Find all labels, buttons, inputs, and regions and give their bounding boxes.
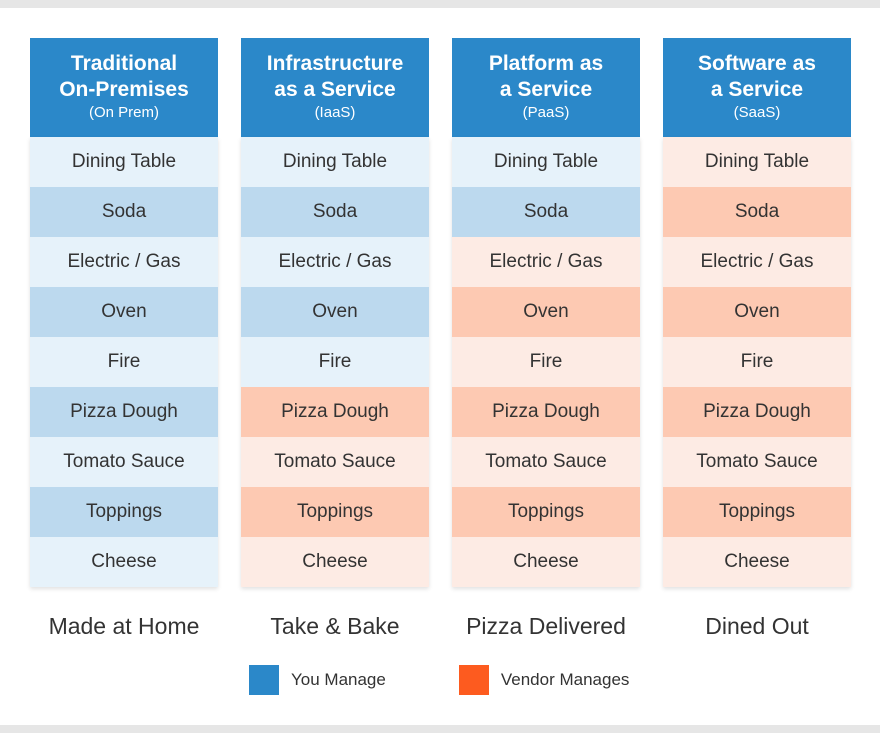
column-abbreviation: (IaaS) (314, 104, 356, 121)
column-header-iaas: Infrastructure as a Service (IaaS) (241, 38, 429, 137)
table-cell: Oven (663, 287, 851, 337)
column-abbreviation: (On Prem) (88, 104, 159, 121)
table-cell: Electric / Gas (30, 237, 218, 287)
table-cell: Pizza Dough (241, 387, 429, 437)
service-model-columns: Traditional On-Premises (On Prem) Dining T… (30, 38, 851, 641)
table-cell: Pizza Dough (30, 387, 218, 437)
table-cell: Fire (452, 337, 640, 387)
table-cell: Soda (663, 187, 851, 237)
column-header-on-prem: Traditional On-Premises (On Prem) (30, 38, 218, 137)
table-cell: Cheese (30, 537, 218, 587)
table-cell: Soda (452, 187, 640, 237)
column-iaas: Infrastructure as a Service (IaaS) Dining … (241, 38, 429, 641)
table-cell: Dining Table (241, 137, 429, 187)
table-cell: Tomato Sauce (663, 437, 851, 487)
table-cell: Oven (452, 287, 640, 337)
legend-swatch-vendor-manages (458, 665, 489, 695)
table-cell: Tomato Sauce (452, 437, 640, 487)
table-cell: Pizza Dough (452, 387, 640, 437)
table-cell: Dining Table (663, 137, 851, 187)
legend-label-vendor-manages: Vendor Manages (500, 670, 630, 689)
table-cell: Fire (241, 337, 429, 387)
table-cell: Toppings (241, 487, 429, 537)
column-footer-iaas: Take & Bake (270, 613, 400, 639)
table-cell: Dining Table (452, 137, 640, 187)
legend-swatch-you-manage (249, 665, 279, 695)
column-title: Traditional On-Premises (59, 52, 189, 101)
column-on-prem: Traditional On-Premises (On Prem) Dining T… (30, 38, 218, 641)
table-cell: Dining Table (30, 137, 218, 187)
column-title: Software as a Service (698, 52, 816, 101)
legend-label-you-manage: You Manage (291, 670, 386, 689)
table-cell: Toppings (30, 487, 218, 537)
legend-item-you-manage: You Manage (249, 665, 386, 695)
table-cell: Soda (30, 187, 218, 237)
table-cell: Toppings (452, 487, 640, 537)
table-cell: Cheese (241, 537, 429, 587)
column-footer-on-prem: Made at Home (48, 613, 200, 639)
table-cell: Electric / Gas (663, 237, 851, 287)
table-cell: Electric / Gas (452, 237, 640, 287)
table-cell: Electric / Gas (241, 237, 429, 287)
column-footer-saas: Dined Out (705, 613, 809, 639)
diagram-canvas: Traditional On-Premises (On Prem) Dining T… (0, 8, 880, 725)
table-cell: Toppings (663, 487, 851, 537)
table-cell: Fire (30, 337, 218, 387)
column-header-saas: Software as a Service (SaaS) (663, 38, 851, 137)
column-header-paas: Platform as a Service (PaaS) (452, 38, 640, 137)
column-abbreviation: (PaaS) (522, 104, 570, 121)
column-title: Infrastructure as a Service (266, 52, 404, 101)
column-footer-paas: Pizza Delivered (466, 613, 626, 639)
legend-item-vendor-manages: Vendor Manages (458, 665, 630, 695)
table-cell: Cheese (452, 537, 640, 587)
table-cell: Tomato Sauce (30, 437, 218, 487)
table-cell: Oven (241, 287, 429, 337)
column-abbreviation: (SaaS) (733, 104, 781, 121)
table-cell: Soda (241, 187, 429, 237)
legend: You Manage Vendor Manages (249, 665, 629, 695)
table-cell: Oven (30, 287, 218, 337)
table-cell: Pizza Dough (663, 387, 851, 437)
table-cell: Fire (663, 337, 851, 387)
table-cell: Tomato Sauce (241, 437, 429, 487)
table-cell: Cheese (663, 537, 851, 587)
column-title: Platform as a Service (488, 52, 604, 101)
